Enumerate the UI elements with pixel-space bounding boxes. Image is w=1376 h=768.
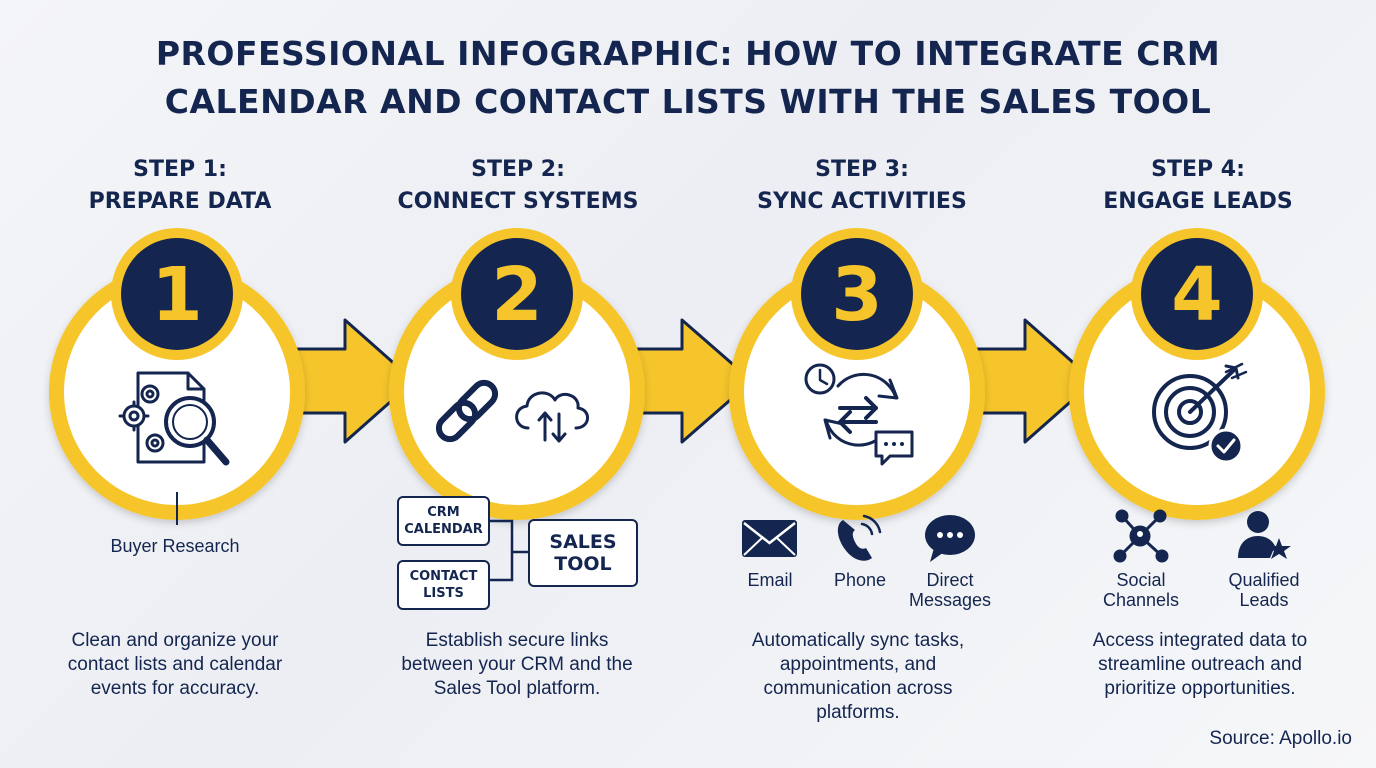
step-1-heading: STEP 1: PREPARE DATA [30,154,330,218]
step-4-circle [1069,264,1325,520]
step-2-circle [389,264,645,520]
email-label: Email [747,570,793,590]
step-3-desc-line-4: platforms. [816,702,900,723]
step-2-desc-line-1: Establish secure links [425,630,609,651]
target-check-icon [1152,362,1248,464]
step-4-label: STEP 4: [1151,157,1245,182]
crm-calendar-line-2: CALENDAR [404,522,483,537]
qualified-leads-line-1: Qualified [1228,570,1300,590]
buyer-research-label: Buyer Research [110,536,240,556]
step-1-label: STEP 1: [133,157,227,182]
step-4-desc-line-2: streamline outreach and [1098,654,1302,675]
sales-tool-line-1: SALES [549,531,617,553]
social-channels-label: Social Channels [1090,570,1192,610]
email-icon [742,520,797,557]
crm-calendar-line-1: CRM [427,505,460,520]
step-2-desc-line-3: Sales Tool platform. [433,678,601,699]
document-gears-magnifier-icon [118,371,230,466]
step-3-number: 3 [831,252,883,338]
step-2-number-badge: 2 [451,228,583,360]
link-cloud-sync-icon [435,379,589,443]
step-4-number: 4 [1171,252,1223,338]
step-1-number: 1 [151,252,203,338]
step-1-number-badge: 1 [111,228,243,360]
step-3-desc-line-3: communication across [763,678,953,699]
chat-bubble-icon [925,515,975,562]
step-4-heading: STEP 4: ENGAGE LEADS [1048,154,1348,218]
source-credit: Source: Apollo.io [1209,728,1352,749]
step-1-desc-line-1: Clean and organize your [71,630,279,651]
social-channels-line-2: Channels [1102,590,1180,610]
step-1-description: Clean and organize your contact lists an… [15,629,335,701]
direct-messages-line-2: Messages [908,590,992,610]
step-1-desc-line-2: contact lists and calendar [67,654,283,675]
step-2-name: CONNECT SYSTEMS [397,189,639,214]
step-3-desc-line-2: appointments, and [779,654,937,675]
step-4-name: ENGAGE LEADS [1103,189,1293,214]
page-title: PROFESSIONAL INFOGRAPHIC: HOW TO INTEGRA… [0,30,1376,126]
step-2-heading: STEP 2: CONNECT SYSTEMS [368,154,668,218]
title-line-1: PROFESSIONAL INFOGRAPHIC: HOW TO INTEGRA… [155,34,1221,73]
step-3-name: SYNC ACTIVITIES [757,189,967,214]
phone-label: Phone [833,570,887,590]
step-3-label: STEP 3: [815,157,909,182]
crm-to-sales-connectors [490,519,528,582]
step-3-heading: STEP 3: SYNC ACTIVITIES [712,154,1012,218]
step-1-name: PREPARE DATA [88,189,272,214]
phone-icon [837,514,882,561]
step-1-desc-line-3: events for accuracy. [90,678,260,699]
qualified-leads-label: Qualified Leads [1212,570,1316,610]
step-4-description: Access integrated data to streamline out… [1040,629,1360,701]
social-channels-line-1: Social [1116,570,1166,590]
contact-lists-box: CONTACT LISTS [397,560,490,610]
step-4-desc-line-3: prioritize opportunities. [1104,678,1296,699]
step-2-desc-line-2: between your CRM and the [401,654,633,675]
step-4-desc-line-1: Access integrated data to [1092,630,1308,651]
step-2-number: 2 [491,252,543,338]
qualified-leads-line-2: Leads [1239,590,1289,610]
step-3-desc-line-1: Automatically sync tasks, [751,630,965,651]
sales-tool-line-2: TOOL [554,553,612,575]
step-3-number-badge: 3 [791,228,923,360]
step-2-description: Establish secure links between your CRM … [357,629,677,701]
contact-lists-line-1: CONTACT [409,569,478,584]
crm-calendar-box: CRM CALENDAR [397,496,490,546]
title-line-2: CALENDAR AND CONTACT LISTS WITH THE SALE… [164,82,1212,121]
step-3-description: Automatically sync tasks, appointments, … [698,629,1018,725]
qualified-lead-icon [1238,511,1291,559]
step-4-number-badge: 4 [1131,228,1263,360]
social-network-icon [1113,509,1169,563]
step-2-label: STEP 2: [471,157,565,182]
direct-messages-label: Direct Messages [895,570,1005,610]
direct-messages-line-1: Direct [926,570,974,590]
contact-lists-line-2: LISTS [423,586,464,601]
clock-sync-chat-icon [804,363,914,466]
